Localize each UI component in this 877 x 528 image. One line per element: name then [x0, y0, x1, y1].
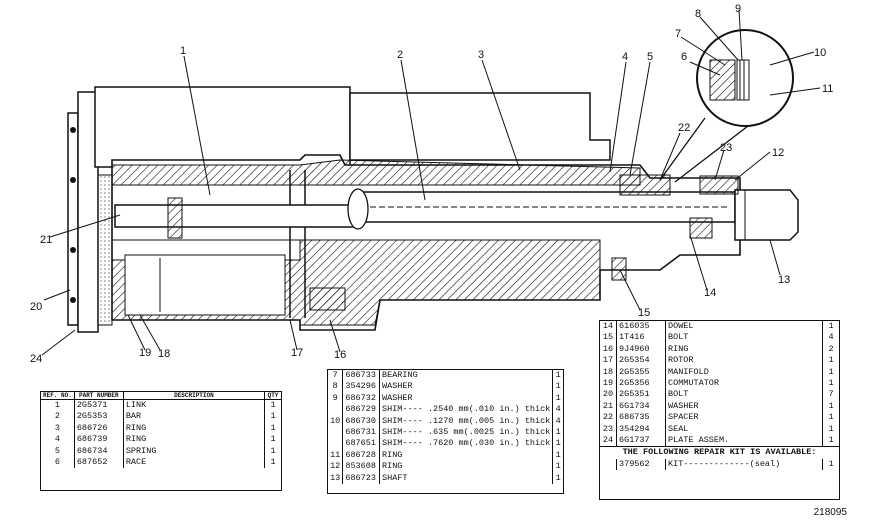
callout-label: 10 [814, 47, 826, 59]
callout-label: 5 [647, 51, 653, 63]
callout-label: 12 [772, 147, 784, 159]
callout-label: 2 [397, 49, 403, 61]
callout-label: 13 [778, 274, 790, 286]
part-description: BOLT [668, 389, 689, 400]
part-description: WASHER [382, 381, 413, 392]
part-description: SHIM---- .2540 mm(.010 in.) thick [382, 404, 551, 415]
header-part-number: PART NUMBER [74, 392, 124, 400]
callout-label: 8 [695, 8, 701, 20]
part-description: KIT-------------(seal) [668, 458, 781, 469]
part-description: COMMUTATOR [668, 378, 720, 389]
header-qty: QTY [264, 392, 281, 400]
part-description: SPRING [125, 445, 157, 456]
callout-label: 3 [478, 49, 484, 61]
callout-label: 9 [735, 3, 741, 15]
part-description: RING [125, 422, 147, 433]
part-description: LINK [125, 400, 147, 410]
callout-label: 16 [334, 349, 346, 361]
detail-magnifier [659, 29, 794, 183]
part-description: BOLT [668, 332, 689, 343]
end-plate-assembly [67, 91, 113, 333]
part-description: RING [125, 434, 147, 445]
output-shaft [114, 188, 799, 241]
part-description: RACE [125, 457, 147, 468]
callout-leaders [41, 9, 821, 356]
part-description: BEARING [382, 370, 418, 380]
callout-label: 22 [678, 122, 690, 134]
part-description: SHIM---- .7620 mm(.030 in.) thick [382, 438, 551, 449]
part-description: PLATE ASSEM. [668, 435, 730, 446]
part-description: SHIM---- .1270 mm(.005 in.) thick [382, 415, 551, 426]
callout-label: 11 [822, 83, 833, 95]
part-description: SHAFT [382, 472, 408, 483]
header-description: DESCRIPTION [123, 392, 266, 400]
drawing-number: 218095 [813, 507, 847, 518]
repair-kit-note: THE FOLLOWING REPAIR KIT IS AVAILABLE: [600, 446, 839, 459]
callout-label: 24 [30, 353, 42, 365]
part-description: BAR [125, 411, 142, 422]
callout-label: 14 [704, 287, 716, 299]
callout-label: 6 [681, 51, 687, 63]
callout-label: 19 [139, 347, 151, 359]
part-description: WASHER [382, 392, 413, 403]
header-ref: REF. NO. [41, 392, 75, 400]
part-description: WASHER [668, 400, 699, 411]
motor-housing [94, 86, 741, 331]
callout-label: 21 [40, 234, 52, 246]
part-description: MANIFOLD [668, 366, 709, 377]
part-description: RING [382, 449, 403, 460]
part-description: DOWEL [668, 321, 694, 331]
callout-label: 15 [638, 307, 650, 319]
callout-label: 17 [291, 347, 303, 359]
part-description: RING [382, 461, 403, 472]
callout-label: 20 [30, 301, 42, 313]
callout-label: 23 [720, 142, 732, 154]
callout-label: 18 [158, 348, 170, 360]
callout-label: 1 [180, 45, 186, 57]
part-description: SEAL [668, 423, 689, 434]
callout-label: 4 [622, 51, 628, 63]
part-description: SPACER [668, 412, 699, 423]
part-description: RING [668, 343, 689, 354]
part-description: SHIM---- .635 mm(.0025 in.) thick [382, 427, 551, 438]
callout-label: 7 [675, 28, 681, 40]
part-description: ROTOR [668, 355, 694, 366]
